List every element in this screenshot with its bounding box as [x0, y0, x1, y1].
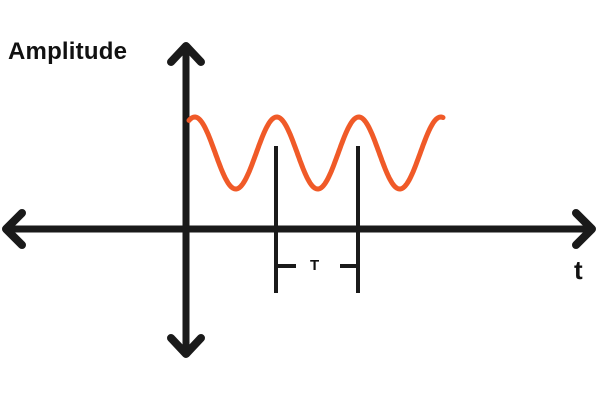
- arrow-left-icon: [2, 209, 26, 249]
- period-label: T: [310, 257, 320, 274]
- x-axis-label: t: [574, 255, 583, 285]
- x-axis: [2, 209, 596, 249]
- y-axis: [167, 42, 205, 358]
- arrow-right-icon: [572, 209, 596, 249]
- y-axis-label: Amplitude: [8, 38, 128, 65]
- sine-wave: [186, 114, 446, 192]
- arrow-up-icon: [167, 42, 205, 66]
- period-marker: [274, 146, 360, 293]
- arrow-down-icon: [167, 334, 205, 358]
